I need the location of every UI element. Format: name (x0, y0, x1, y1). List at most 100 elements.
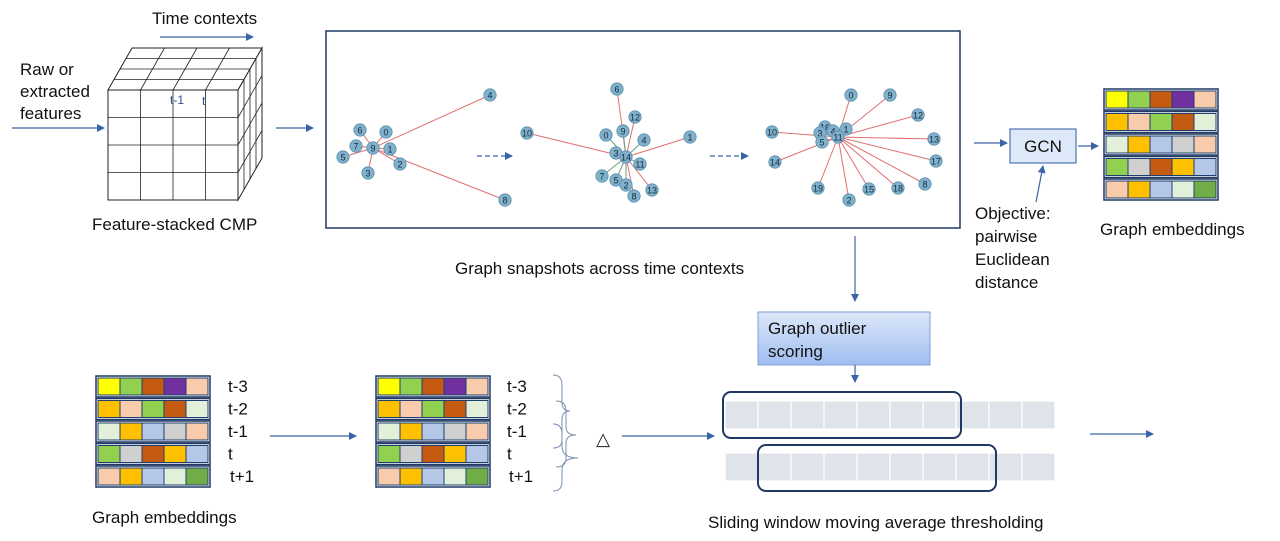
embedding-cell (185, 400, 209, 418)
embedding-cell (377, 467, 401, 486)
graph-node: 9 (883, 88, 897, 102)
embedding-cell (1127, 113, 1151, 131)
graph-node: 2 (393, 157, 407, 171)
embedding-cell (141, 422, 165, 441)
sliding-window-label: Sliding window moving average thresholdi… (708, 513, 1043, 532)
pair-braces (552, 374, 579, 492)
window-cell (889, 452, 924, 482)
graph-snapshots-label: Graph snapshots across time contexts (455, 259, 744, 278)
window-cell (922, 400, 957, 430)
embedding-cell (119, 377, 143, 396)
embedding-cell (97, 400, 121, 418)
graph-embeddings-bottom-2 (375, 375, 491, 488)
graph-node: 5 (609, 173, 623, 187)
time-label: t-2 (228, 400, 248, 419)
graph-node: 6 (610, 82, 624, 96)
svg-text:18: 18 (893, 184, 903, 194)
graph-embeddings-top-label: Graph embeddings (1100, 220, 1245, 239)
graph-edge (837, 136, 937, 162)
embedding-row (375, 465, 491, 488)
svg-text:0: 0 (603, 131, 608, 141)
embedding-cell (443, 422, 467, 441)
embedding-cell (465, 445, 489, 463)
svg-text:14: 14 (621, 153, 631, 163)
svg-text:5: 5 (340, 153, 345, 163)
objective-arrow (1035, 165, 1046, 203)
svg-text:14: 14 (770, 158, 780, 168)
svg-text:0: 0 (848, 91, 853, 101)
graph-node: 13 (645, 183, 659, 197)
embedding-cell (185, 467, 209, 486)
graph-edge (771, 131, 839, 138)
window-cell (823, 452, 858, 482)
outlier-scoring-line2: scoring (768, 342, 823, 361)
svg-text:16: 16 (820, 123, 830, 133)
svg-text:3: 3 (613, 149, 618, 159)
embedding-row (375, 375, 491, 398)
brace-2 (555, 400, 577, 468)
embedding-cell (421, 422, 445, 441)
embedding-cell (399, 422, 423, 441)
embedding-cell (141, 467, 165, 486)
window-cell (790, 452, 825, 482)
window-cell (1021, 400, 1056, 430)
window-cell (988, 400, 1023, 430)
svg-text:11: 11 (635, 160, 644, 170)
graph-edge (625, 136, 691, 158)
svg-text:2: 2 (623, 181, 628, 191)
embedding-row (375, 420, 491, 443)
embedding-cell (1105, 90, 1129, 109)
embedding-cell (1193, 135, 1217, 154)
graph-edge (837, 136, 870, 190)
svg-text:13: 13 (929, 135, 939, 145)
embedding-cell (377, 400, 401, 418)
graph-node: 13 (927, 132, 941, 146)
embedding-cell (119, 445, 143, 463)
window-cell (757, 400, 792, 430)
graph-node: 0 (844, 88, 858, 102)
graph-node: 3 (361, 166, 375, 180)
objective-line1: Objective: (975, 204, 1051, 223)
embedding-cell (163, 422, 187, 441)
embedding-row (1103, 155, 1219, 179)
embedding-cell (1149, 135, 1173, 154)
embedding-cell (119, 422, 143, 441)
embedding-cell (1149, 113, 1173, 131)
graph-edge (372, 147, 506, 201)
embedding-cell (97, 445, 121, 463)
svg-text:15: 15 (864, 185, 874, 195)
embedding-cell (1171, 180, 1195, 199)
graph-node: 18 (891, 181, 905, 195)
embedding-row (95, 375, 211, 398)
window-strip-2 (724, 452, 1056, 482)
svg-text:12: 12 (630, 113, 640, 123)
embedding-cell (443, 377, 467, 396)
embedding-cell (185, 445, 209, 463)
outlier-scoring-box (757, 311, 931, 366)
graph-node: 10 (520, 126, 534, 140)
graph-node: 1 (683, 130, 697, 144)
graph-node: 11 (831, 130, 845, 144)
cube-t1-label: t-1 (170, 93, 184, 107)
embedding-cell (141, 400, 165, 418)
embedding-cell (1127, 90, 1151, 109)
embedding-row (1103, 88, 1219, 111)
graph-edge (837, 136, 935, 140)
time-label: t (228, 445, 233, 464)
objective-line3: Euclidean (975, 250, 1050, 269)
svg-text:9: 9 (370, 144, 375, 154)
embedding-cell (1149, 90, 1173, 109)
embedding-row (95, 465, 211, 488)
graph-node: 0 (379, 125, 393, 139)
graph-node: 8 (498, 193, 512, 207)
embedding-cell (1127, 180, 1151, 199)
graph-node: 14 (619, 150, 633, 164)
graph-node: 7 (595, 169, 609, 183)
embedding-cell (399, 467, 423, 486)
embedding-row (1103, 110, 1219, 134)
graph-node: 17 (929, 154, 943, 168)
cube-t-label: t (202, 94, 206, 108)
graph-node: 0 (599, 128, 613, 142)
svg-text:13: 13 (647, 186, 657, 196)
